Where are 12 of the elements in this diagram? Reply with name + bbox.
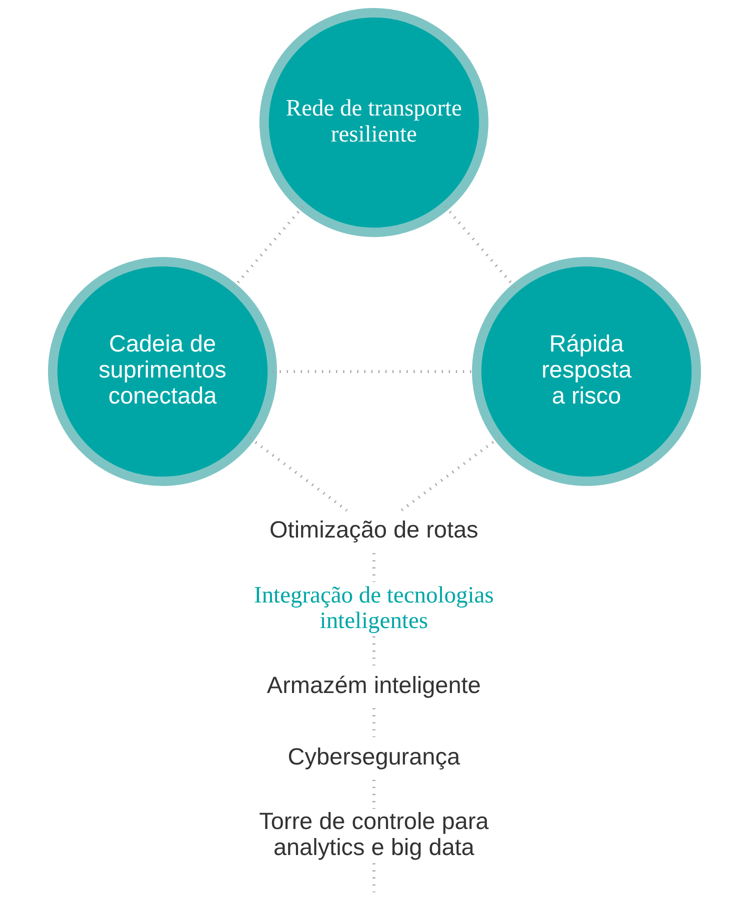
node-text: Otimização de rotas: [269, 516, 478, 543]
connector: [399, 436, 500, 512]
node-text: Cybersegurança: [287, 743, 460, 770]
connector: [248, 436, 348, 512]
connector: [444, 206, 516, 289]
node-circle: Rede de transporte resiliente: [258, 8, 488, 238]
node-text: Armazém inteligente: [266, 672, 480, 698]
node-text: Integração de tecnologias inteligentes: [254, 582, 494, 634]
node-circle: Cadeia de suprimentos conectada: [48, 257, 277, 486]
node-text: Torre de controle para analytics e big data: [258, 808, 488, 860]
connector: [232, 206, 304, 288]
node-circle: Rápida resposta a risco: [471, 257, 700, 486]
